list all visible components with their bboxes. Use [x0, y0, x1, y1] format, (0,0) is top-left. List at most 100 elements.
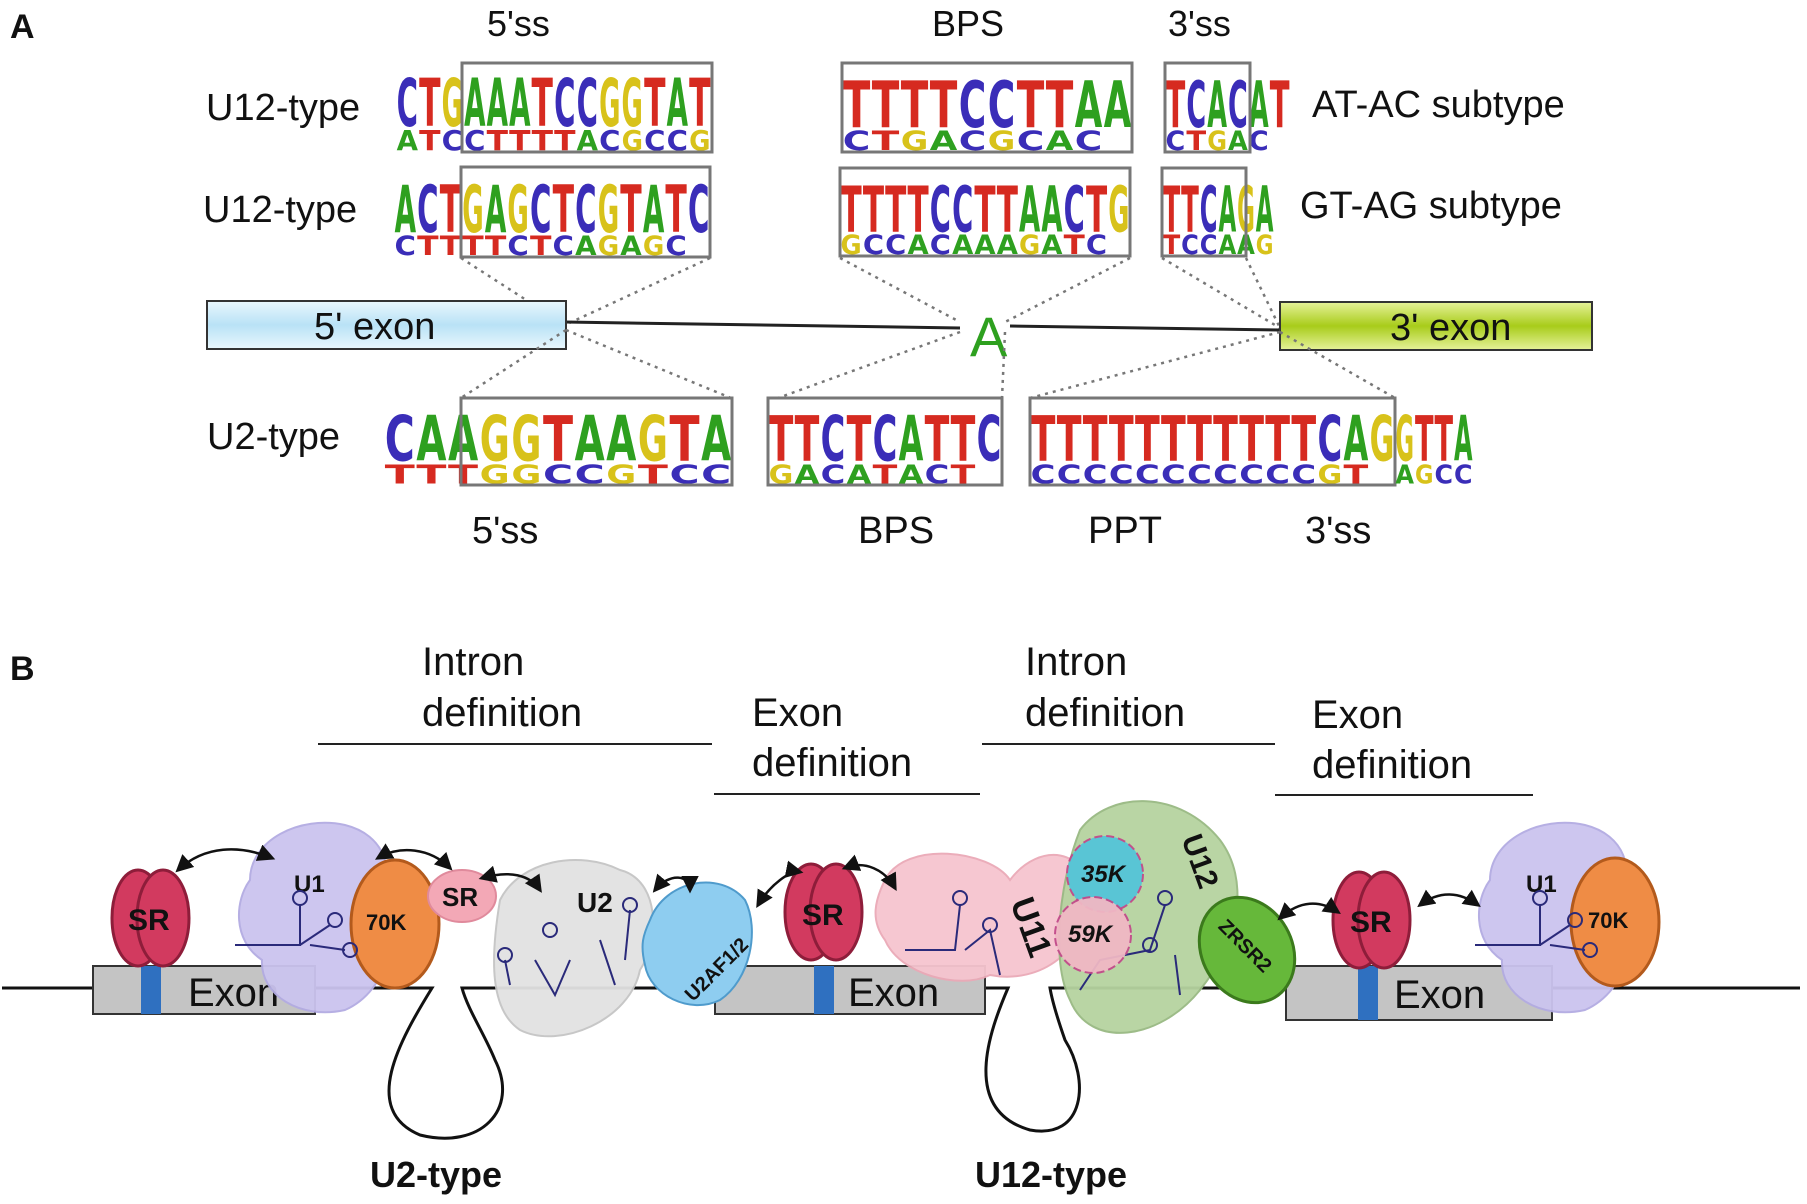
row2-5ss-box [459, 165, 712, 259]
logo-letter-T: T [644, 65, 665, 142]
logo-letter-C: C [1200, 172, 1218, 246]
bottom-bps: BPS [858, 510, 934, 552]
u1-left-label: U1 [294, 871, 325, 898]
logo-letter-G: G [598, 231, 619, 262]
logo-letter-T: T [1239, 403, 1264, 476]
exon-def-1-line1: Exon [752, 691, 843, 735]
logo-letter-T: T [462, 231, 484, 262]
header-bps: BPS [932, 3, 1004, 44]
logo-letter-C: C [1186, 69, 1206, 143]
k35-label: 35K [1081, 861, 1127, 888]
logo-letter-C: C [988, 69, 1016, 143]
logo-letter-T: T [1017, 69, 1045, 143]
logo-letter-G: G [1415, 460, 1434, 490]
logo-letter-T: T [417, 231, 439, 262]
logo-letter-C: C [821, 403, 846, 476]
logo-letter-T: T [1265, 403, 1290, 476]
intron-def-1-line1: Intron [422, 640, 524, 684]
logo-letter-A: A [487, 65, 508, 142]
logo-letter-C: C [863, 230, 884, 261]
logo-letter-C: C [1064, 172, 1085, 246]
logo-letter-T: T [1291, 403, 1316, 476]
logo-letter-C: C [1454, 460, 1473, 490]
logo-letter-G: G [462, 173, 483, 248]
logo-letter-T: T [795, 403, 820, 476]
logo-letter-A: A [509, 65, 530, 142]
logo-letter-A: A [1218, 230, 1236, 261]
rna-line [2, 986, 1800, 1140]
logo-letter-T: T [1213, 403, 1238, 476]
u12-type-intron-label: U12-type [975, 1154, 1127, 1195]
logo-letter-T: T [1181, 172, 1199, 246]
logo-letter-T: T [532, 124, 554, 157]
logo-letter-T: T [1031, 403, 1056, 476]
logo-letter-A: A [575, 403, 605, 476]
u2af-blob [641, 881, 753, 1006]
u1-right-label: U1 [1526, 871, 1557, 898]
logo-letter-T: T [997, 172, 1018, 246]
panel-a-label: A [10, 8, 35, 46]
logo-letter-T: T [620, 173, 641, 248]
logo-letter-C: C [395, 231, 416, 262]
header-5ss: 5'ss [487, 3, 550, 44]
logo-letter-G: G [442, 65, 463, 142]
k70-left-label: 70K [366, 910, 406, 935]
logo-letter-T: T [440, 173, 461, 248]
zrsr2-blob [1197, 895, 1297, 1005]
logo-letter-A: A [952, 230, 974, 261]
logo-letter-A: A [1344, 403, 1369, 476]
logo-letter-C: C [1317, 403, 1342, 476]
logo-letter-C: C [1249, 126, 1269, 157]
row2-type-label: U12-type [203, 189, 357, 231]
logo-letter-G: G [480, 403, 510, 476]
zoom-lines-upper [460, 256, 1282, 330]
logo-letter-T: T [485, 231, 507, 262]
bottom-ppt: PPT [1088, 510, 1162, 552]
logo-letter-C: C [930, 230, 951, 261]
logo-letter-G: G [507, 173, 528, 248]
logo-letter-A: A [606, 403, 636, 476]
logo-letter-G: G [643, 231, 664, 262]
k59-label: 59K [1068, 921, 1114, 948]
logo-letter-C: C [930, 172, 951, 246]
u2-blob [493, 859, 655, 1038]
interaction-arrows [175, 843, 1481, 921]
logo-letter-T: T [974, 172, 995, 246]
intron-def-2-line1: Intron [1025, 640, 1127, 684]
logo-letter-T: T [1135, 403, 1160, 476]
logo-letter-T: T [553, 173, 574, 248]
row1-5ss-box [460, 61, 714, 154]
logo-letter-T: T [419, 65, 440, 142]
logo-letter-C: C [1200, 230, 1218, 261]
logo-letter-T: T [769, 403, 794, 476]
logo-letter-G: G [599, 65, 620, 142]
logo-letter-A: A [485, 173, 506, 248]
logo-letter-T: T [885, 172, 906, 246]
logo-letter-A: A [974, 230, 996, 261]
logo-letter-T: T [930, 69, 958, 143]
exon-mark-2 [814, 966, 834, 1014]
logo-letter-A: A [899, 403, 924, 476]
logo-letter-A: A [448, 403, 478, 476]
sr-left [110, 868, 191, 968]
sr-right-label: SR [1350, 906, 1392, 939]
logo-letter-T: T [1064, 230, 1085, 261]
logo-letter-A: A [1104, 69, 1132, 143]
logo-letter-G: G [841, 230, 862, 261]
logo-letter-T: T [554, 124, 576, 157]
logo-letter-G: G [1019, 230, 1040, 261]
logo-letter-T: T [689, 65, 710, 142]
logo-letter-C: C [385, 403, 415, 476]
logo-letter-A: A [1228, 126, 1248, 157]
branch-a: A [970, 305, 1008, 368]
exon-def-2-line2: definition [1312, 743, 1472, 787]
logo-letter-C: C [417, 173, 438, 248]
logo-letter-T: T [1057, 403, 1082, 476]
